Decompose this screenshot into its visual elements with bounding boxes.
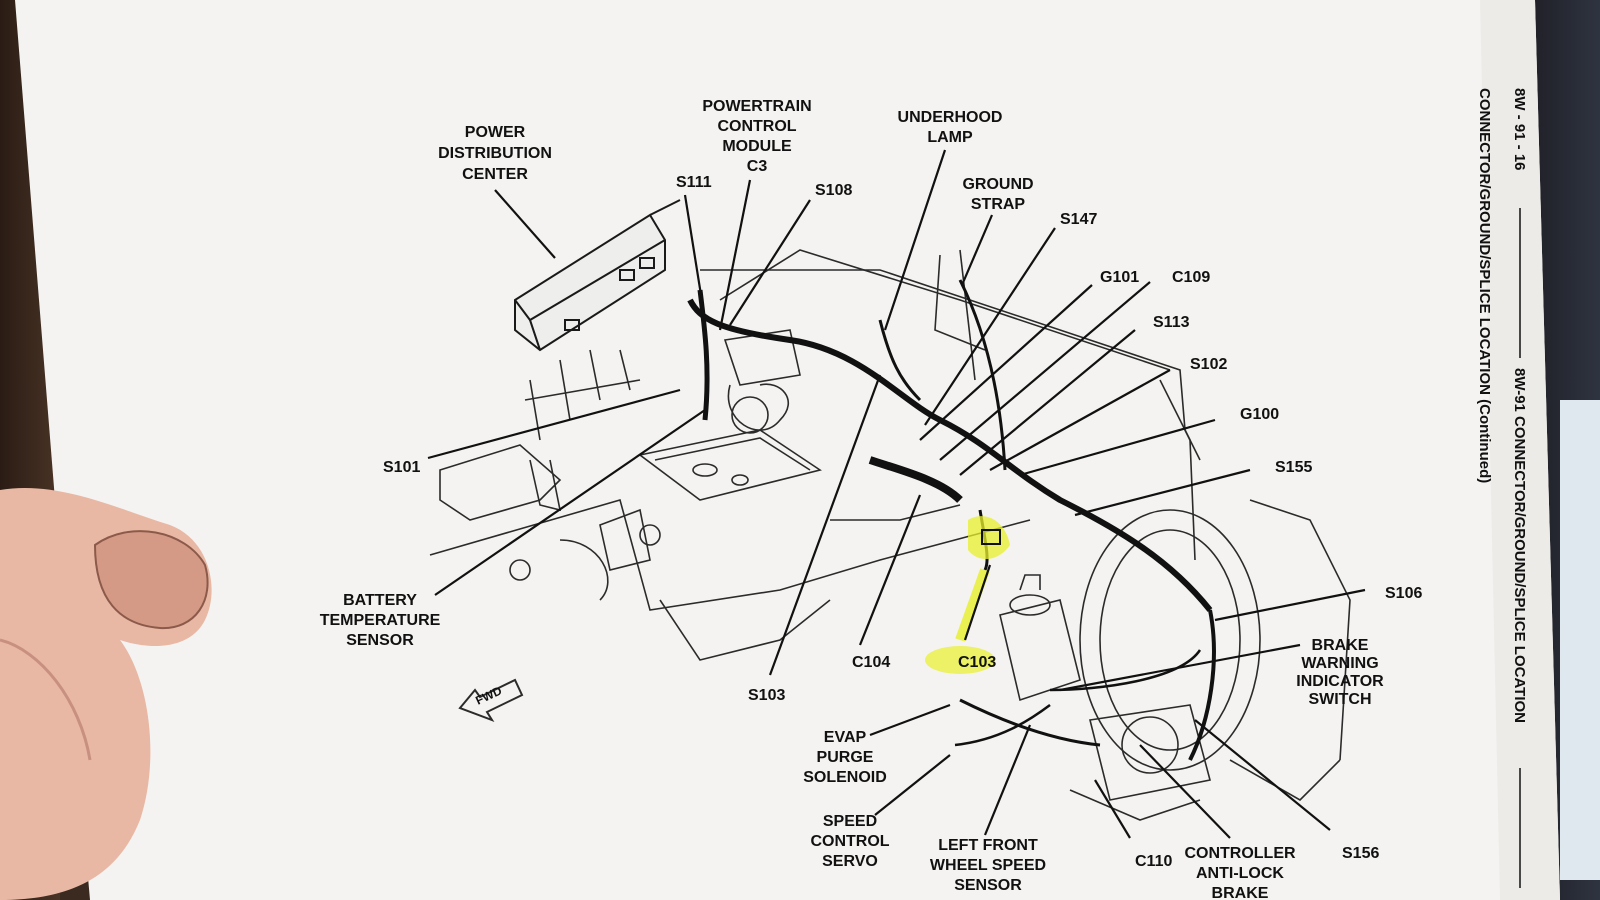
label-s101: S101 [383, 459, 420, 476]
svg-text:CONTROL: CONTROL [717, 118, 796, 135]
svg-text:PURGE: PURGE [817, 749, 874, 766]
label-powertrain-control-module: POWERTRAIN CONTROL MODULE C3 [702, 98, 811, 175]
svg-text:SWITCH: SWITCH [1308, 691, 1371, 708]
svg-text:CENTER: CENTER [462, 166, 528, 183]
label-speed-control-servo: SPEED CONTROL SERVO [810, 813, 889, 870]
svg-text:POWER: POWER [465, 124, 526, 141]
label-s108: S108 [815, 182, 852, 199]
label-s102: S102 [1190, 356, 1227, 373]
label-battery-temperature-sensor: BATTERY TEMPERATURE SENSOR [320, 592, 441, 649]
label-s155: S155 [1275, 459, 1312, 476]
svg-text:C3: C3 [747, 158, 768, 175]
svg-text:EVAP: EVAP [824, 729, 867, 746]
svg-text:WHEEL SPEED: WHEEL SPEED [930, 857, 1046, 874]
label-brake-warning-indicator-switch: BRAKE WARNING INDICATOR SWITCH [1296, 637, 1384, 708]
subtitle-rotated: CONNECTOR/GROUND/SPLICE LOCATION (Contin… [1476, 88, 1493, 483]
svg-text:STRAP: STRAP [971, 196, 1026, 213]
svg-text:UNDERHOOD: UNDERHOOD [898, 109, 1003, 126]
page-number: 8W - 91 - 16 [1511, 88, 1528, 171]
label-s103: S103 [748, 687, 785, 704]
label-s111: S111 [676, 174, 712, 191]
svg-text:ANTI-LOCK: ANTI-LOCK [1196, 865, 1284, 882]
label-ground-strap: GROUND STRAP [962, 176, 1033, 213]
page-subtitle: CONNECTOR/GROUND/SPLICE LOCATION (Contin… [1476, 88, 1493, 483]
background-monitor [1560, 400, 1600, 880]
section-title: 8W-91 CONNECTOR/GROUND/SPLICE LOCATION [1511, 368, 1528, 723]
label-s156: S156 [1342, 845, 1379, 862]
label-g101: G101 [1100, 269, 1139, 286]
splice-and-connector-labels: S111 S108 S147 G101 C109 S113 S102 G100 … [383, 174, 1422, 870]
label-controller-anti-lock-brake: CONTROLLER ANTI-LOCK BRAKE [1184, 845, 1296, 900]
svg-text:SENSOR: SENSOR [346, 632, 414, 649]
label-left-front-wheel-speed-sensor: LEFT FRONT WHEEL SPEED SENSOR [930, 837, 1046, 894]
header-rotated: 8W - 91 - 16 8W-91 CONNECTOR/GROUND/SPLI… [1511, 88, 1528, 888]
svg-text:CONTROLLER: CONTROLLER [1184, 845, 1296, 862]
svg-text:TEMPERATURE: TEMPERATURE [320, 612, 441, 629]
svg-text:DISTRIBUTION: DISTRIBUTION [438, 145, 552, 162]
svg-text:SPEED: SPEED [823, 813, 877, 830]
label-g100: G100 [1240, 406, 1279, 423]
leader-lines [427, 149, 1366, 839]
label-s147: S147 [1060, 211, 1097, 228]
svg-text:INDICATOR: INDICATOR [1296, 673, 1384, 690]
label-s113: S113 [1153, 314, 1190, 331]
svg-text:BRAKE: BRAKE [1312, 637, 1369, 654]
label-underhood-lamp: UNDERHOOD LAMP [898, 109, 1003, 146]
svg-text:CONTROL: CONTROL [810, 833, 889, 850]
svg-text:BRAKE: BRAKE [1212, 885, 1269, 900]
paper-sheet [15, 0, 1560, 900]
label-c103: C103 [958, 654, 996, 671]
svg-text:MODULE: MODULE [722, 138, 792, 155]
power-distribution-center-box [514, 199, 681, 352]
label-c110: C110 [1135, 853, 1172, 870]
label-power-distribution-center: POWER DISTRIBUTION CENTER [438, 124, 552, 183]
svg-text:BATTERY: BATTERY [343, 592, 417, 609]
label-c109: C109 [1172, 269, 1210, 286]
svg-text:SENSOR: SENSOR [954, 877, 1022, 894]
label-c104: C104 [852, 654, 890, 671]
vehicle-line-art [429, 249, 1351, 821]
svg-text:SOLENOID: SOLENOID [803, 769, 887, 786]
svg-text:LAMP: LAMP [927, 129, 973, 146]
label-evap-purge-solenoid: EVAP PURGE SOLENOID [803, 729, 887, 786]
wiring-harness [687, 279, 1216, 761]
svg-text:POWERTRAIN: POWERTRAIN [702, 98, 811, 115]
svg-text:WARNING: WARNING [1301, 655, 1378, 672]
svg-text:SERVO: SERVO [822, 853, 878, 870]
svg-text:LEFT FRONT: LEFT FRONT [938, 837, 1038, 854]
label-s106: S106 [1385, 585, 1422, 602]
svg-text:GROUND: GROUND [962, 176, 1033, 193]
c103-highlight [925, 516, 1010, 674]
